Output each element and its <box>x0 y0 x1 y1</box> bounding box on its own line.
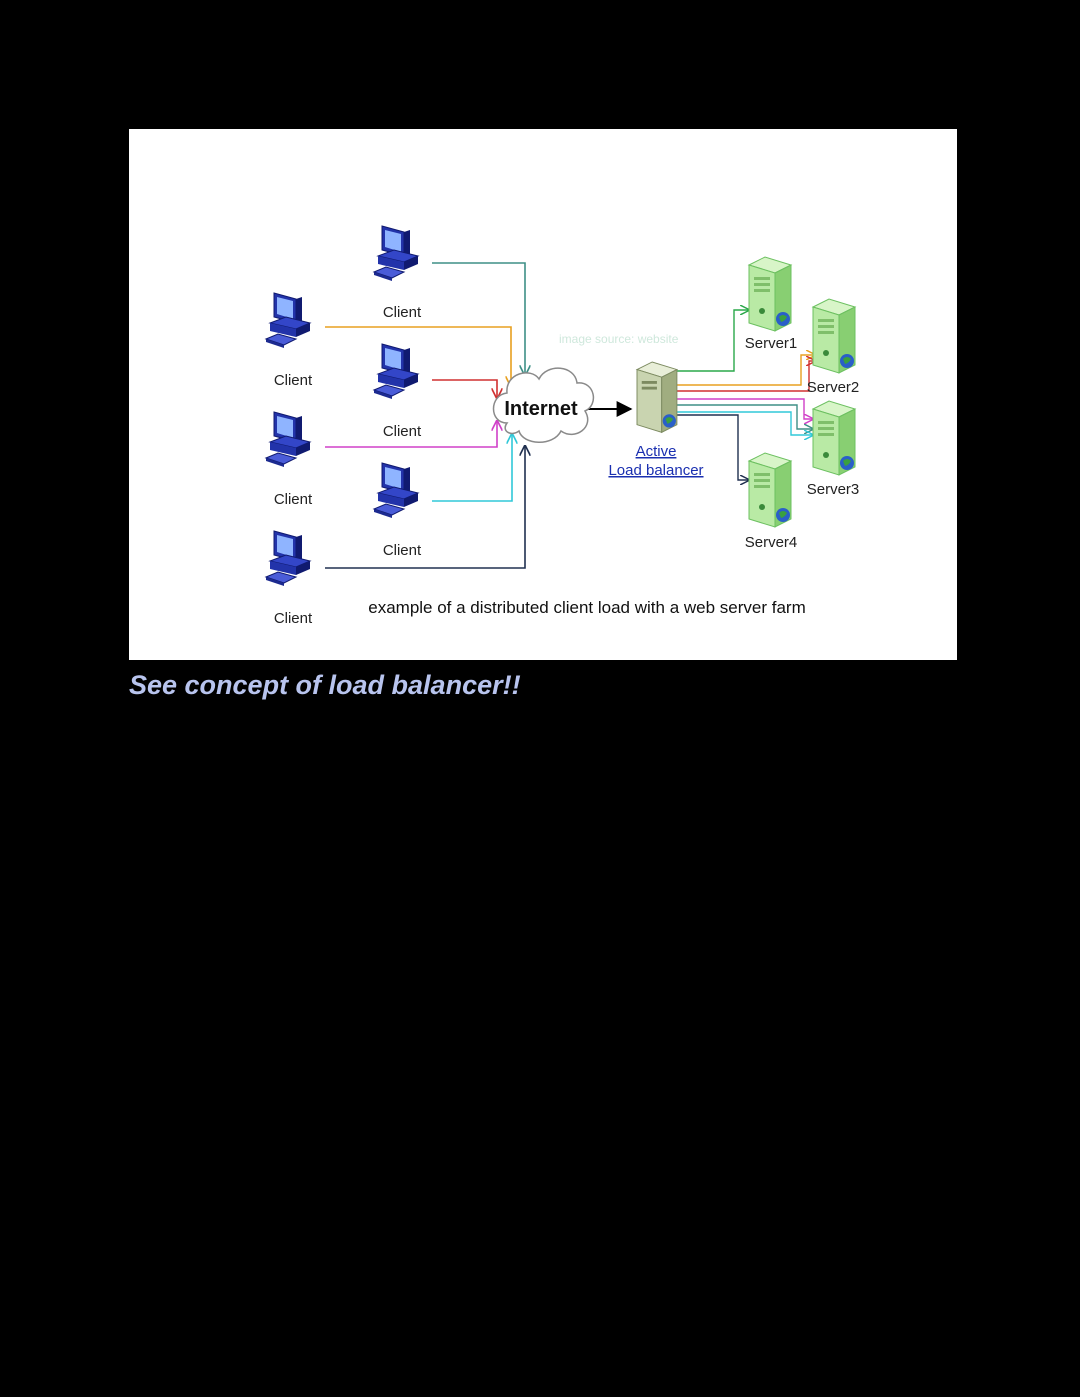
computer-icon <box>265 292 311 349</box>
client-label: Client <box>274 610 313 627</box>
server-icon <box>812 400 856 476</box>
server-line <box>677 414 749 480</box>
load-balancer: Active Load balancer <box>608 361 704 479</box>
client-label: Client <box>383 423 422 440</box>
server-label: Server3 <box>807 481 860 498</box>
server-icon <box>635 361 679 434</box>
internet-label: Internet <box>504 398 578 420</box>
server-line <box>677 361 815 392</box>
connection-line <box>325 421 497 448</box>
computer-icon <box>373 462 419 519</box>
client-label: Client <box>274 372 313 389</box>
server-icon <box>748 256 792 332</box>
computer-icon <box>265 411 311 468</box>
server-label: Server2 <box>807 379 860 396</box>
client-label: Client <box>383 304 422 321</box>
balancer-label-active: Active <box>636 443 677 460</box>
load-balancer-concept-link[interactable]: See concept of load balancer!! <box>129 670 521 700</box>
server-line <box>677 411 813 435</box>
server-label: Server1 <box>745 335 798 352</box>
connection-line <box>432 262 525 375</box>
load-balancer-diagram: image source: website Internet Client Cl… <box>129 129 957 660</box>
computer-icon <box>373 343 419 400</box>
connection-line <box>432 434 512 502</box>
computer-icon <box>373 225 419 282</box>
server-icon <box>812 298 856 374</box>
server: Server3 <box>807 400 860 498</box>
server: Server1 <box>745 256 798 352</box>
client-computer: Client <box>373 225 422 321</box>
client-computer: Client <box>265 530 313 627</box>
client-computer: Client <box>373 462 422 559</box>
diagram-caption: example of a distributed client load wit… <box>368 598 805 617</box>
server-line <box>677 398 813 419</box>
client-computer: Client <box>373 343 422 440</box>
server: Server2 <box>807 298 860 396</box>
server-line <box>677 310 749 372</box>
connection-line <box>432 379 497 398</box>
server-icon <box>748 452 792 528</box>
server: Server4 <box>745 452 798 551</box>
server-label: Server4 <box>745 534 798 551</box>
watermark-text: image source: website <box>559 332 679 346</box>
computer-icon <box>265 530 311 587</box>
connection-line <box>325 446 525 569</box>
server-line <box>677 404 813 429</box>
balancer-label-name: Load balancer <box>608 462 703 479</box>
client-computer: Client <box>265 292 313 389</box>
internet-cloud: Internet <box>492 367 595 443</box>
client-label: Client <box>274 491 313 508</box>
client-label: Client <box>383 542 422 559</box>
server-line <box>677 355 815 386</box>
client-computer: Client <box>265 411 313 508</box>
connection-line <box>325 326 511 386</box>
diagram-canvas: image source: website Internet Client Cl… <box>265 225 860 627</box>
